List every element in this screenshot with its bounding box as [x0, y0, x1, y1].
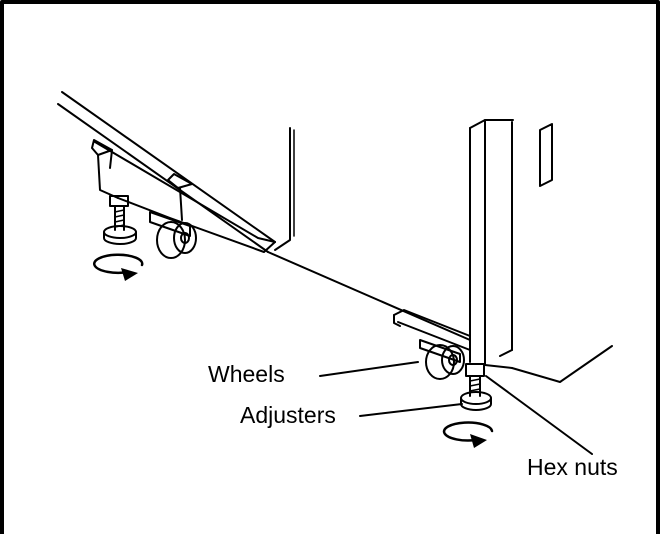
right-cabinet [267, 119, 613, 383]
right-adjuster [460, 363, 492, 411]
callout-wheels: Wheels [208, 361, 419, 387]
wheels-label: Wheels [208, 361, 285, 387]
rotate-arrow-icon [93, 253, 144, 281]
left-wheel [149, 211, 197, 259]
callout-adjusters: Adjusters [240, 402, 463, 428]
rotate-arrow-icon [442, 421, 494, 448]
left-adjuster [103, 195, 137, 245]
callout-hex-nuts: Hex nuts [485, 375, 618, 480]
left-cabinet [57, 91, 295, 253]
right-wheel [419, 339, 465, 380]
adjusters-label: Adjusters [240, 402, 336, 428]
hex-nuts-label: Hex nuts [527, 454, 618, 480]
